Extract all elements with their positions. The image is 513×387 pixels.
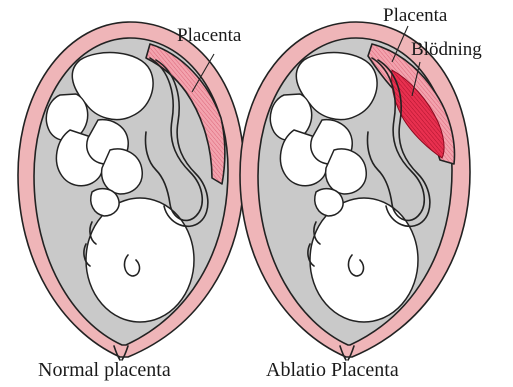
label-placenta-ablatio: Placenta xyxy=(383,5,448,26)
uterus-ablatio xyxy=(240,22,470,360)
caption-normal-placenta: Normal placenta xyxy=(38,359,171,381)
caption-ablatio-placenta: Ablatio Placenta xyxy=(266,359,399,381)
uterus-normal xyxy=(18,22,244,360)
label-placenta-normal: Placenta xyxy=(177,25,242,46)
label-bleeding: Blödning xyxy=(411,39,482,60)
